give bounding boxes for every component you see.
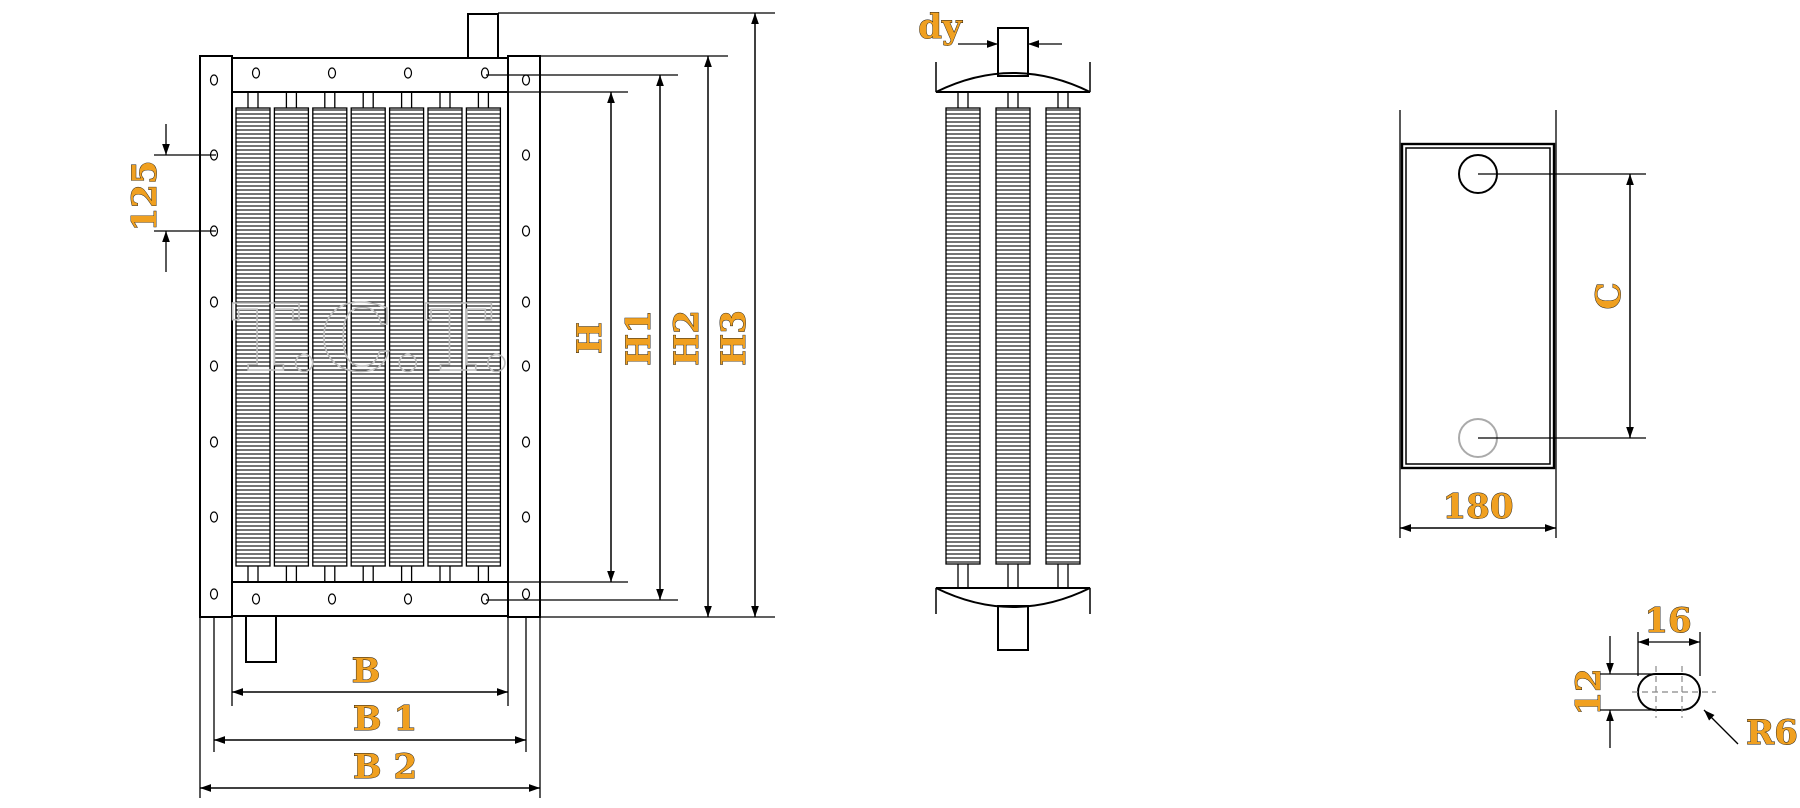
side-finned-tubes (945, 92, 1081, 588)
h-dimension: H (570, 92, 615, 582)
side-finned-tube (945, 92, 981, 588)
side-plate-hole (521, 588, 531, 600)
header-hole (403, 593, 413, 605)
side-plate-hole (521, 360, 531, 372)
slot-length-dimension: 16 (1637, 601, 1701, 676)
side-plate-hole (521, 225, 531, 237)
finned-tube (273, 92, 310, 582)
side-plate-hole (209, 588, 219, 600)
finned-tubes (235, 92, 502, 582)
flange-width-dimension: 180 (1400, 487, 1556, 532)
side-plate-hole (209, 296, 219, 308)
header-hole (251, 593, 261, 605)
side-bottom-header (935, 587, 1091, 608)
mounting-holes (209, 67, 531, 605)
b2-label: B 2 (353, 747, 417, 787)
side-plate-hole (209, 74, 219, 86)
top-header (231, 57, 509, 93)
b1-dimension: B 1 (214, 699, 526, 744)
side-plate-hole (209, 360, 219, 372)
dy-label: dy (918, 7, 963, 47)
side-plate-hole (521, 296, 531, 308)
side-plate-hole (209, 511, 219, 523)
header-hole (480, 593, 490, 605)
front-view: T.C.T. 125 H H1 (125, 12, 775, 798)
b2-dimension: B 2 (200, 747, 540, 792)
finned-tube (465, 92, 502, 582)
width-extension-lines (199, 616, 541, 798)
flange-outer (1400, 142, 1556, 470)
slot-radius-label: R6 (1746, 713, 1798, 753)
pitch-label: 125 (125, 161, 165, 232)
h3-label: H3 (714, 310, 754, 366)
header-hole (327, 67, 337, 79)
side-top-header (935, 72, 1091, 93)
header-hole (251, 67, 261, 79)
finned-tube (388, 92, 425, 582)
header-hole (327, 593, 337, 605)
finned-tube (350, 92, 386, 582)
finned-tube (427, 92, 463, 582)
slot-detail: 16 12 R6 (1569, 601, 1799, 754)
slot-radius-callout: R6 (1703, 709, 1798, 753)
left-side-plate (199, 55, 233, 618)
slot-length-label: 16 (1644, 601, 1691, 641)
side-finned-tube (1045, 92, 1081, 588)
h1-label: H1 (619, 310, 659, 366)
side-plate-hole (521, 436, 531, 448)
c-dimension: C (1589, 174, 1634, 438)
b1-label: B 1 (353, 699, 417, 739)
dy-dimension: dy (918, 7, 1062, 48)
bottom-pipe (245, 615, 277, 663)
h1-dimension: H1 (619, 75, 664, 600)
b-label: B (352, 651, 381, 691)
side-finned-tube (995, 92, 1031, 588)
b-dimension: B (232, 651, 508, 696)
top-pipe (467, 13, 499, 59)
watermark-text: T.C.T. (232, 284, 513, 392)
side-plate-hole (521, 511, 531, 523)
side-bottom-pipe (997, 605, 1029, 651)
h2-dimension: H2 (667, 56, 712, 617)
side-top-pipe (997, 27, 1029, 77)
flange-inner (1405, 147, 1551, 465)
flange-width-label: 180 (1443, 487, 1514, 527)
h-label: H (570, 322, 610, 354)
finned-tube (312, 92, 348, 582)
h3-dimension: H3 (714, 12, 759, 617)
slot-height-dimension: 12 (1569, 636, 1660, 748)
right-side-plate (507, 55, 541, 618)
slot-height-label: 12 (1569, 668, 1609, 715)
header-hole (480, 67, 490, 79)
pitch-dimension: 125 (125, 124, 216, 272)
header-hole (403, 67, 413, 79)
flange-view: C 180 (1399, 110, 1646, 538)
side-plate-hole (521, 74, 531, 86)
bottom-header (231, 581, 509, 617)
side-view: dy (918, 7, 1091, 651)
height-extension-lines (440, 12, 775, 618)
finned-tube (235, 92, 271, 582)
h2-label: H2 (667, 310, 707, 366)
c-label: C (1589, 282, 1629, 309)
side-plate-hole (521, 149, 531, 161)
side-plate-hole (209, 436, 219, 448)
